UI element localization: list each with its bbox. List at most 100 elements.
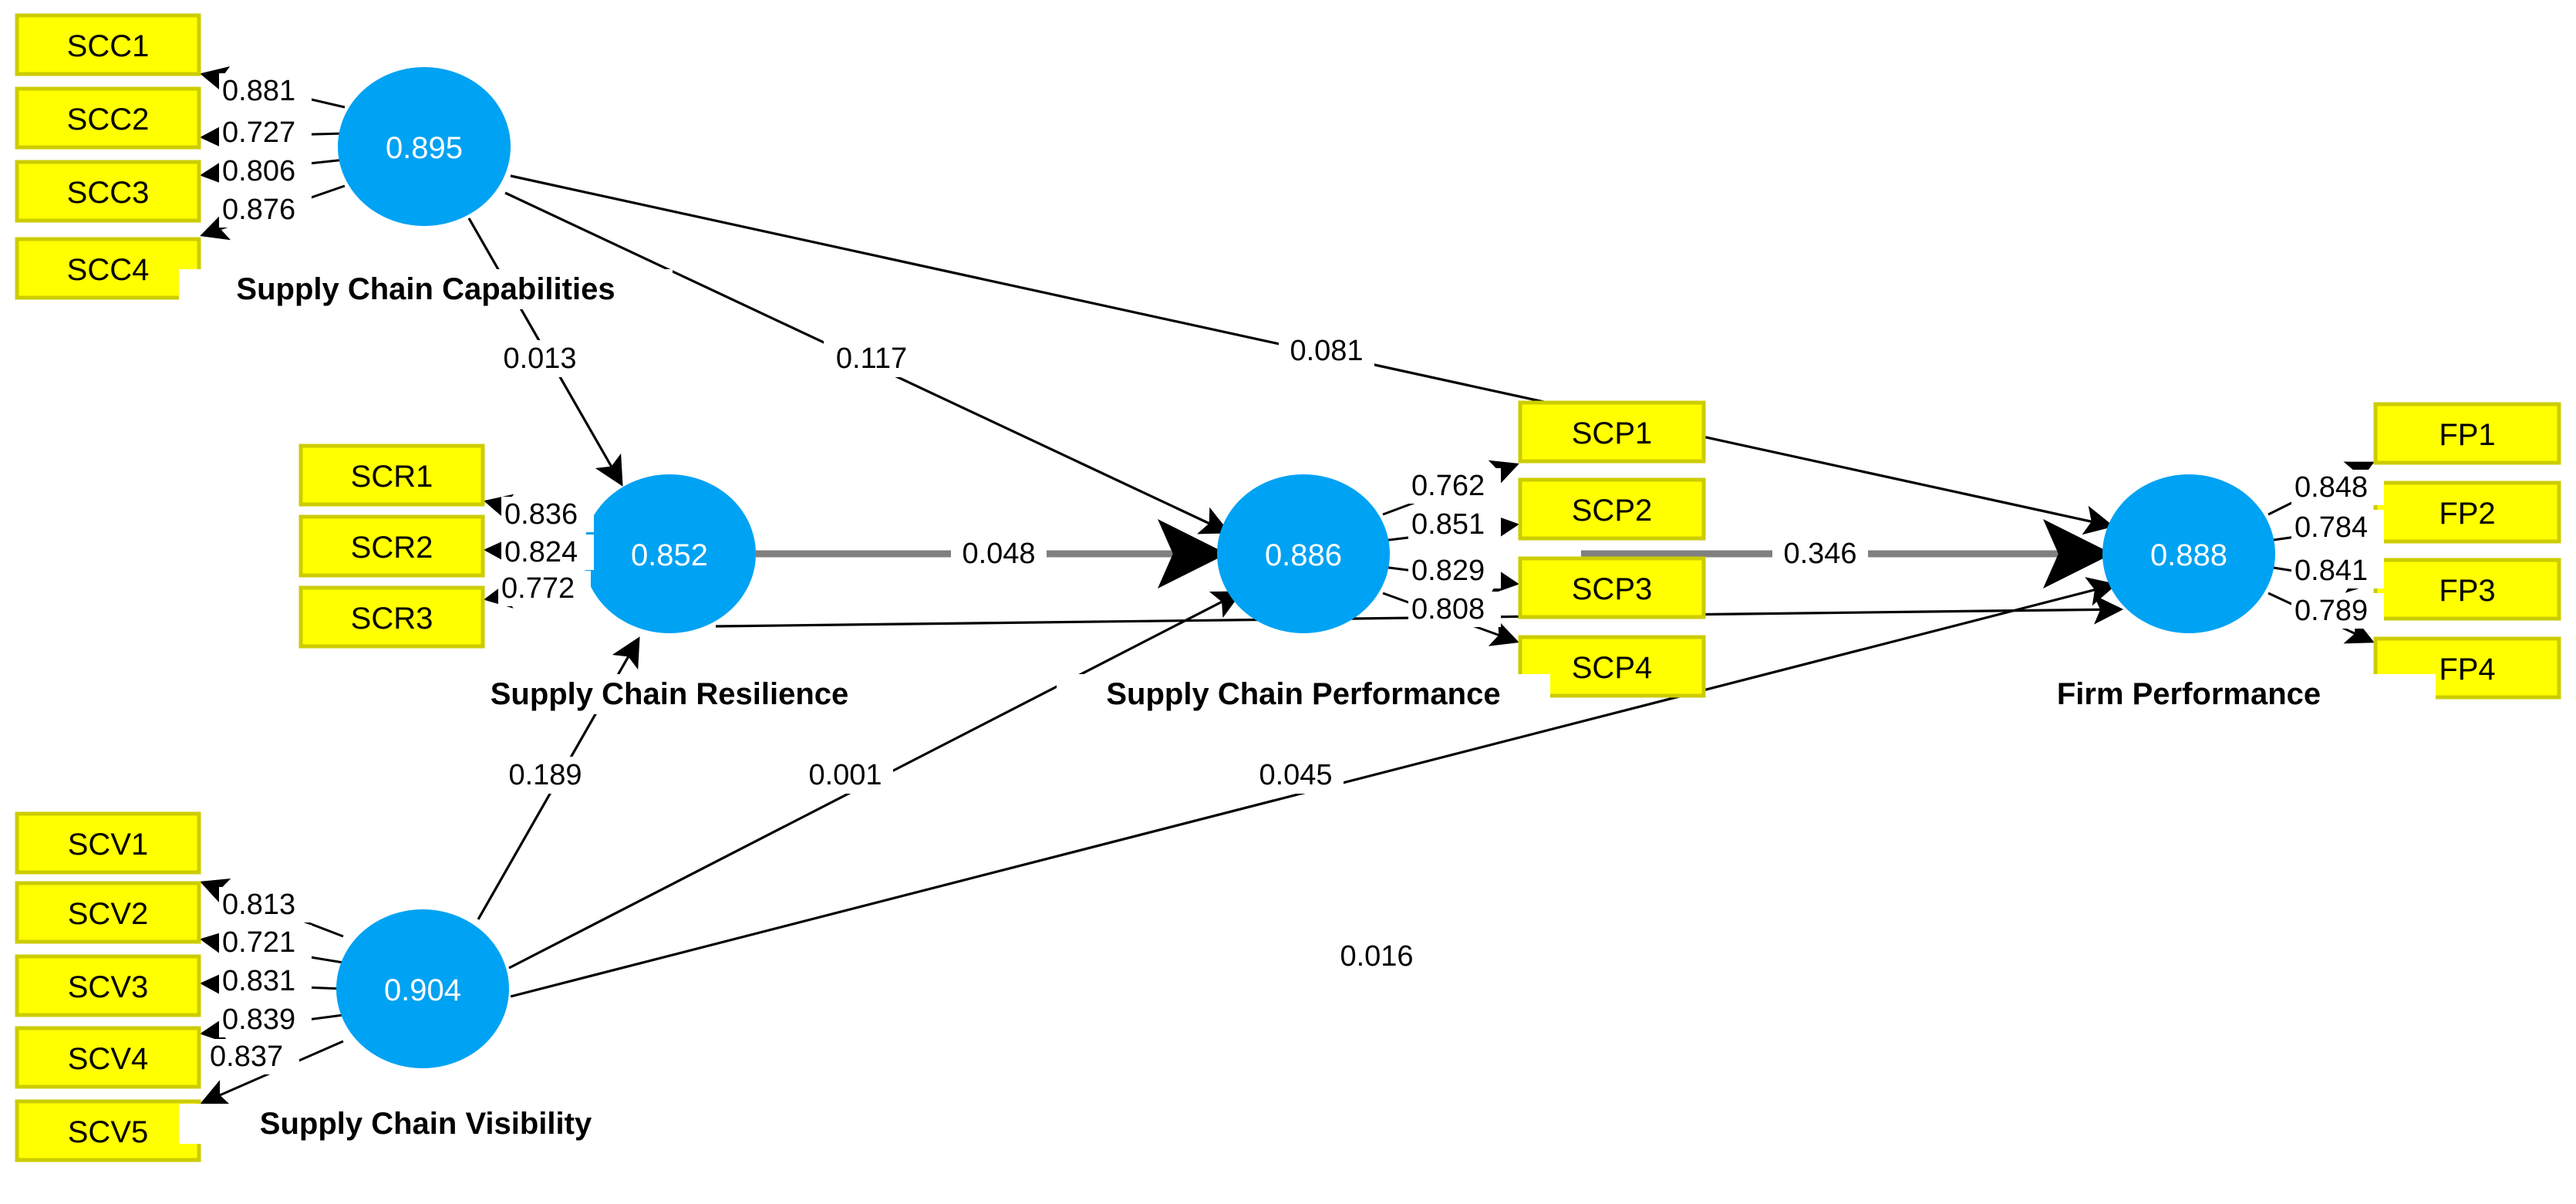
outer-loading-value-SCP3: 0.829: [1411, 555, 1485, 587]
outer-loading-value-SCV2: 0.721: [222, 926, 295, 959]
path-coefficient-scc-fp: 0.081: [1290, 335, 1363, 367]
indicator-boxes-layer: SCC1SCC2SCC3SCC4SCR1SCR2SCR3SCV1SCV2SCV3…: [15, 13, 2561, 1162]
loading-label-backdrop: [498, 571, 591, 606]
latent-name-backdrop: [423, 674, 916, 714]
loading-label-backdrop: [2291, 470, 2384, 505]
path-coefficient-scc-scp: 0.117: [836, 342, 907, 375]
outer-loading-value-SCC3: 0.806: [222, 155, 295, 187]
loading-label-backdrop: [219, 73, 312, 109]
indicator-label-SCP3: SCP3: [1572, 572, 1653, 606]
indicator-label-FP4: FP4: [2439, 653, 2495, 686]
coefficient-label-backdrop: [1248, 757, 1344, 794]
loading-label-backdrop: [1408, 553, 1501, 589]
indicator-box-SCV5[interactable]: [15, 1099, 201, 1162]
outer-loading-value-SCC2: 0.727: [222, 116, 295, 149]
coefficient-label-backdrop: [1279, 332, 1374, 369]
indicator-box-SCP3[interactable]: [1518, 556, 1706, 619]
loading-label-backdrop: [2291, 510, 2384, 545]
latent-name-FP: Firm Performance: [2057, 677, 2321, 711]
latent-name-backdrop: [1057, 674, 1550, 714]
indicator-box-SCC2[interactable]: [15, 86, 201, 150]
indicator-box-SCC3[interactable]: [15, 160, 201, 223]
latent-variable-SCR[interactable]: [583, 474, 756, 633]
indicator-label-SCC1: SCC1: [67, 29, 150, 63]
indicator-label-SCR1: SCR1: [351, 460, 433, 494]
indicator-box-SCV3[interactable]: [15, 954, 201, 1017]
latent-value-SCV: 0.904: [384, 973, 461, 1007]
indicator-box-SCV2[interactable]: [15, 881, 201, 944]
indicator-label-SCV2: SCV2: [68, 897, 149, 931]
loading-label-backdrop: [219, 925, 312, 960]
indicator-label-SCP4: SCP4: [1572, 651, 1653, 685]
indicator-box-SCV4[interactable]: [15, 1026, 201, 1089]
outer-loading-value-FP4: 0.789: [2294, 595, 2368, 627]
outer-loading-value-FP2: 0.784: [2294, 511, 2368, 544]
indicator-box-FP1[interactable]: [2373, 402, 2561, 465]
latent-value-SCP: 0.886: [1265, 538, 1342, 572]
coefficient-label-backdrop: [824, 340, 919, 377]
loading-label-backdrop: [1408, 468, 1501, 504]
path-coefficient-scp-fp: 0.346: [1783, 538, 1856, 570]
indicator-box-SCP2[interactable]: [1518, 477, 1706, 541]
indicator-label-SCP2: SCP2: [1572, 494, 1653, 528]
indicator-box-SCC4[interactable]: [15, 237, 201, 300]
coefficient-label-backdrop: [497, 757, 593, 794]
latent-name-SCP: Supply Chain Performance: [1106, 677, 1500, 711]
indicator-label-SCR3: SCR3: [351, 602, 433, 636]
outer-loading-value-SCV4: 0.839: [222, 1003, 295, 1036]
indicator-label-SCC2: SCC2: [67, 103, 150, 137]
indicator-label-SCP1: SCP1: [1572, 417, 1653, 450]
loading-label-backdrop: [219, 1002, 312, 1037]
indicator-box-SCP4[interactable]: [1518, 635, 1706, 698]
latent-variable-SCC[interactable]: [338, 67, 511, 226]
outer-loading-value-SCR1: 0.836: [504, 498, 578, 531]
indicator-box-SCP1[interactable]: [1518, 400, 1706, 464]
latent-variable-FP[interactable]: [2102, 474, 2275, 633]
indicator-box-FP2[interactable]: [2373, 481, 2561, 544]
loading-label-backdrop: [219, 153, 312, 189]
loading-label-backdrop: [2291, 593, 2384, 629]
latent-variable-SCV[interactable]: [336, 909, 509, 1068]
indicator-label-SCV1: SCV1: [68, 828, 149, 862]
outer-loading-value-SCC1: 0.881: [222, 75, 295, 107]
latent-name-SCV: Supply Chain Visibility: [260, 1107, 592, 1141]
coefficient-label-backdrop: [1329, 938, 1425, 975]
loading-label-backdrop: [219, 192, 312, 228]
coefficient-label-backdrop: [797, 757, 893, 794]
path-coefficient-scc-scr: 0.013: [503, 342, 576, 375]
latent-value-SCR: 0.852: [631, 538, 708, 572]
outer-loading-value-SCP1: 0.762: [1411, 470, 1485, 502]
indicator-box-SCR2[interactable]: [298, 514, 485, 578]
latent-value-SCC: 0.895: [386, 131, 463, 165]
outer-loading-value-SCP4: 0.808: [1411, 593, 1485, 626]
outer-loading-value-FP3: 0.841: [2294, 555, 2368, 587]
loading-label-backdrop: [207, 1039, 299, 1074]
loading-label-backdrop: [219, 963, 312, 999]
outer-loading-value-SCV1: 0.813: [222, 889, 295, 921]
indicator-box-FP3[interactable]: [2373, 558, 2561, 621]
outer-loading-value-SCV5: 0.837: [210, 1040, 283, 1073]
latent-name-SCR: Supply Chain Resilience: [491, 677, 849, 711]
indicator-box-SCC1[interactable]: [15, 13, 201, 76]
path-coefficient-scr-fp: 0.016: [1340, 940, 1413, 973]
latent-variable-SCP[interactable]: [1217, 474, 1390, 633]
indicator-box-SCR1[interactable]: [298, 443, 485, 507]
outer-loading-value-SCR3: 0.772: [501, 572, 575, 605]
indicator-label-SCV3: SCV3: [68, 970, 149, 1004]
outer-loading-value-SCC4: 0.876: [222, 194, 295, 226]
outer-loading-value-FP1: 0.848: [2294, 471, 2368, 504]
indicator-label-SCV4: SCV4: [68, 1042, 149, 1076]
loading-label-backdrop: [501, 497, 594, 532]
path-coefficient-scv-fp: 0.045: [1259, 759, 1332, 791]
indicator-box-SCV1[interactable]: [15, 811, 201, 875]
loading-label-backdrop: [219, 115, 312, 150]
latent-name-SCC: Supply Chain Capabilities: [236, 272, 615, 306]
coefficient-label-backdrop: [951, 535, 1047, 572]
loading-label-backdrop: [2291, 553, 2384, 589]
indicator-label-FP2: FP2: [2439, 497, 2495, 531]
indicator-label-FP3: FP3: [2439, 574, 2495, 608]
indicator-box-SCR3[interactable]: [298, 585, 485, 649]
latent-name-backdrop: [179, 269, 673, 309]
